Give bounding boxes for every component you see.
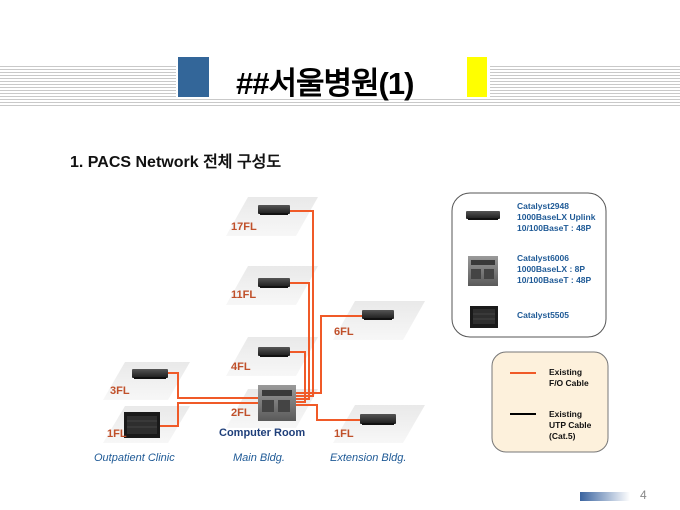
fiber-cables — [160, 210, 385, 427]
device-spec: 10/100BaseT : 48P — [517, 275, 592, 285]
cable-legend-label: Existing — [549, 367, 582, 377]
building-label-outpatient: Outpatient Clinic — [94, 452, 175, 464]
device-spec: 1000BaseLX : 8P — [517, 264, 585, 274]
floor-label-1fl-extension: 1FL — [334, 428, 354, 440]
switch-1fl-extension — [360, 414, 396, 425]
floor-label-3fl: 3FL — [110, 385, 130, 397]
chassis-switch-icon — [468, 256, 498, 286]
floor-label-2fl: 2FL — [231, 407, 251, 419]
device-name: Catalyst2948 — [517, 201, 569, 211]
page-title: ##서울병원(1) — [236, 66, 414, 101]
cable-3fl — [168, 372, 258, 399]
title-accent-yellow — [467, 57, 487, 97]
switch-6fl — [362, 310, 394, 320]
building-label-main: Main Bldg. — [233, 452, 285, 464]
catalyst5505-outpatient — [124, 412, 160, 438]
page-number: 4 — [640, 488, 647, 502]
platform-6fl — [333, 301, 425, 340]
floor-label-11fl: 11FL — [231, 289, 256, 301]
floor-label-4fl: 4FL — [231, 361, 251, 373]
cable-1fl-extension — [296, 404, 360, 421]
device-spec: 10/100BaseT : 48P — [517, 223, 592, 233]
platform-3fl — [103, 362, 190, 400]
cable-legend-label: Existing — [549, 409, 582, 419]
device-name: Catalyst5505 — [517, 310, 569, 320]
floor-label-6fl: 6FL — [334, 326, 354, 338]
switch-icon — [466, 211, 500, 220]
router-chassis-icon — [470, 306, 498, 328]
switch-4fl — [258, 347, 290, 357]
cable-11fl — [290, 282, 310, 400]
switch-17fl — [258, 205, 290, 215]
cable-legend-label: (Cat.5) — [549, 431, 576, 441]
device-spec: 1000BaseLX Uplink — [517, 212, 596, 222]
cable-4fl — [290, 351, 306, 403]
platform-17fl — [226, 197, 318, 236]
computer-room-label: Computer Room — [219, 427, 305, 439]
cable-legend-label: F/O Cable — [549, 378, 589, 388]
title-accent-blue — [178, 57, 209, 97]
section-subtitle: 1. PACS Network 전체 구성도 — [70, 154, 282, 171]
floor-label-17fl: 17FL — [231, 221, 257, 233]
title-background — [176, 56, 490, 98]
floor-label-1fl-outpatient: 1FL — [107, 428, 127, 440]
device-name: Catalyst6006 — [517, 253, 569, 263]
device-legend: Catalyst2948 1000BaseLX Uplink 10/100Bas… — [451, 192, 607, 338]
footer-gradient-bar — [580, 492, 630, 501]
switch-3fl — [132, 369, 168, 379]
building-label-extension: Extension Bldg. — [330, 452, 406, 464]
switch-11fl — [258, 278, 290, 288]
cable-legend: Existing F/O Cable Existing UTP Cable (C… — [491, 351, 609, 453]
cable-6fl — [296, 315, 385, 394]
cable-1fl-outpatient — [160, 402, 258, 427]
catalyst6006-core — [258, 385, 296, 421]
cable-legend-label: UTP Cable — [549, 420, 592, 430]
